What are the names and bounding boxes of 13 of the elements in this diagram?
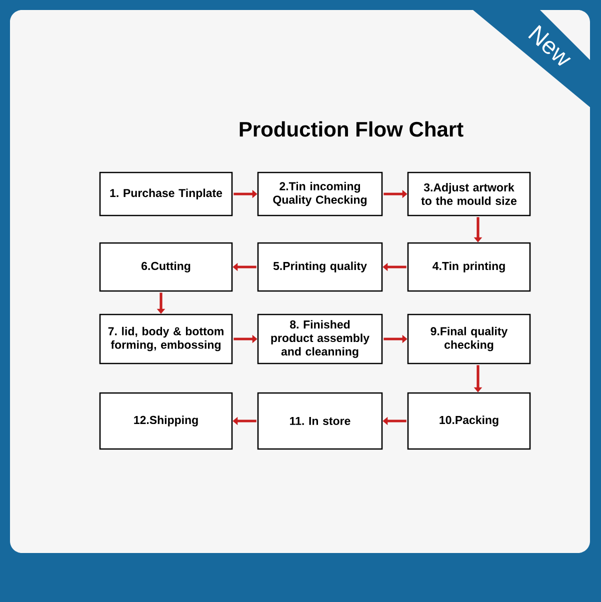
process-box: 4.Tin printing [407, 242, 531, 292]
process-box: 12.Shipping [99, 392, 233, 450]
process-box: 11. In store [257, 392, 383, 450]
process-box: 6.Cutting [99, 242, 233, 292]
process-box: 8. Finished product assembly and cleanning [257, 314, 383, 364]
process-box: 3.Adjust artwork to the mould size [407, 172, 531, 216]
process-box: 2.Tin incoming Quality Checking [257, 172, 383, 216]
process-box: 10.Packing [407, 392, 531, 450]
process-box: 5.Printing quality [257, 242, 383, 292]
process-box: 1. Purchase Tinplate [99, 172, 233, 216]
process-box: 7. lid, body & bottom forming, embossing [99, 314, 233, 364]
process-box: 9.Final quality checking [407, 314, 531, 364]
title: Production Flow Chart [240, 121, 464, 137]
